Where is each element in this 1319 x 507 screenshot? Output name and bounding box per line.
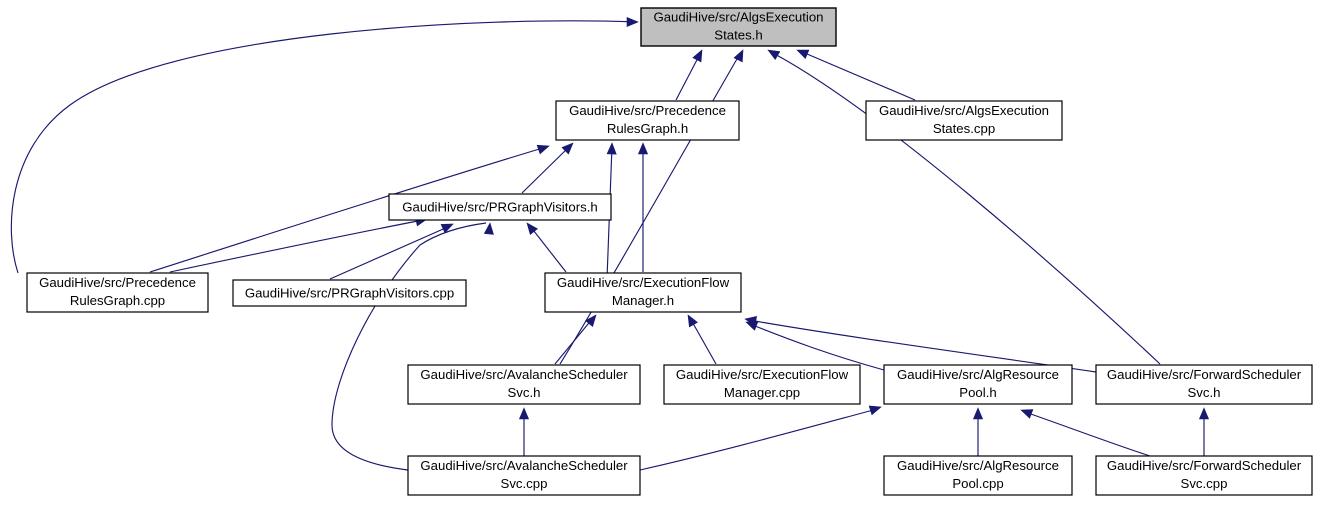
edge-precedence-rules-graph-cpp-to-pr-graph-visitors-h bbox=[169, 219, 424, 273]
node-label-pr-graph-visitors-h: GaudiHive/src/PRGraphVisitors.h bbox=[402, 199, 597, 214]
edge-execution-flow-manager-h-to-pr-graph-visitors-h bbox=[529, 225, 567, 273]
edge-pr-graph-visitors-h-to-precedence-rules-graph-h bbox=[521, 145, 571, 194]
edge-pr-graph-visitors-cpp-to-pr-graph-visitors-h bbox=[329, 225, 451, 280]
edge-algs-execution-states-cpp-to-algs-execution-states-h bbox=[799, 50, 916, 101]
edge-avalanche-scheduler-svc-h-to-execution-flow-manager-h bbox=[554, 317, 594, 365]
node-label-precedence-rules-graph-h-line1: GaudiHive/src/Precedence bbox=[569, 103, 726, 118]
edge-layer bbox=[10, 16, 1210, 471]
edge-execution-flow-manager-cpp-to-execution-flow-manager-h bbox=[689, 317, 717, 365]
node-label-execution-flow-manager-h-line1: GaudiHive/src/ExecutionFlow bbox=[557, 275, 730, 290]
node-label-algs-execution-states-h-line1: GaudiHive/src/AlgsExecution bbox=[653, 9, 823, 24]
edge-arrowhead bbox=[526, 222, 538, 235]
node-box-execution-flow-manager-cpp[interactable] bbox=[663, 364, 861, 405]
node-box-alg-resource-pool-cpp[interactable] bbox=[883, 455, 1073, 496]
node-box-precedence-rules-graph-cpp[interactable] bbox=[26, 272, 209, 313]
node-label-algs-execution-states-cpp-line1: GaudiHive/src/AlgsExecution bbox=[879, 103, 1049, 118]
edge-arrowhead bbox=[1020, 409, 1034, 419]
node-label-alg-resource-pool-cpp-line1: GaudiHive/src/AlgResource bbox=[897, 458, 1059, 473]
edge-precedence-rules-graph-h-to-algs-execution-states-h bbox=[675, 53, 701, 101]
edge-avalanche-scheduler-svc-cpp-to-alg-resource-pool-h bbox=[639, 408, 878, 471]
node-box-execution-flow-manager-h[interactable] bbox=[544, 272, 742, 313]
edge-arrowhead bbox=[1198, 407, 1210, 420]
edge-arrowhead bbox=[440, 223, 454, 234]
node-label-forward-scheduler-svc-cpp-line2: Svc.cpp bbox=[1181, 476, 1228, 491]
node-label-alg-resource-pool-h-line2: Pool.h bbox=[959, 385, 996, 400]
node-label-precedence-rules-graph-cpp-line2: RulesGraph.cpp bbox=[70, 293, 165, 308]
edge-arrowhead bbox=[767, 49, 781, 61]
edge-alg-resource-pool-h-to-execution-flow-manager-h bbox=[749, 323, 885, 371]
node-box-precedence-rules-graph-h[interactable] bbox=[555, 100, 740, 141]
edge-forward-scheduler-svc-h-to-execution-flow-manager-h bbox=[748, 319, 1097, 373]
edge-arrowhead bbox=[637, 142, 649, 155]
node-box-algs-execution-states-cpp[interactable] bbox=[865, 100, 1063, 141]
node-pr-graph-visitors-h[interactable]: GaudiHive/src/PRGraphVisitors.h bbox=[388, 193, 612, 221]
node-label-forward-scheduler-svc-h-line2: Svc.h bbox=[1188, 385, 1221, 400]
node-label-algs-execution-states-cpp-line2: States.cpp bbox=[933, 121, 995, 136]
edge-arrowhead bbox=[692, 49, 703, 63]
edge-arrowhead bbox=[868, 405, 882, 416]
node-label-avalanche-scheduler-svc-h-line1: GaudiHive/src/AvalancheScheduler bbox=[420, 367, 628, 382]
edge-arrowhead bbox=[972, 407, 984, 420]
edge-arrowhead bbox=[744, 315, 757, 326]
edge-avalanche-scheduler-svc-h-to-algs-execution-states-h bbox=[559, 51, 742, 365]
node-pr-graph-visitors-cpp[interactable]: GaudiHive/src/PRGraphVisitors.cpp bbox=[232, 279, 467, 307]
edge-avalanche-scheduler-svc-cpp-to-pr-graph-visitors-h bbox=[331, 222, 487, 471]
edge-precedence-rules-graph-cpp-to-algs-execution-states-h bbox=[10, 20, 637, 274]
edge-arrowhead bbox=[733, 49, 744, 63]
node-label-precedence-rules-graph-h-line2: RulesGraph.h bbox=[607, 121, 688, 136]
edge-arrowhead bbox=[483, 222, 494, 235]
node-layer: GaudiHive/src/AlgsExecutionStates.hGaudi… bbox=[26, 7, 1313, 496]
node-box-forward-scheduler-svc-cpp[interactable] bbox=[1095, 455, 1313, 496]
edge-arrowhead bbox=[606, 142, 617, 155]
node-label-execution-flow-manager-cpp-line2: Manager.cpp bbox=[724, 385, 800, 400]
node-label-alg-resource-pool-cpp-line2: Pool.cpp bbox=[952, 476, 1003, 491]
node-label-alg-resource-pool-h-line1: GaudiHive/src/AlgResource bbox=[897, 367, 1059, 382]
node-box-algs-execution-states-h[interactable] bbox=[640, 7, 837, 47]
node-box-forward-scheduler-svc-h[interactable] bbox=[1095, 364, 1313, 405]
node-label-forward-scheduler-svc-h-line1: GaudiHive/src/ForwardScheduler bbox=[1107, 367, 1302, 382]
node-label-avalanche-scheduler-svc-h-line2: Svc.h bbox=[508, 385, 541, 400]
node-label-avalanche-scheduler-svc-cpp-line1: GaudiHive/src/AvalancheScheduler bbox=[420, 458, 628, 473]
edge-arrowhead bbox=[584, 314, 597, 327]
node-box-alg-resource-pool-h[interactable] bbox=[883, 364, 1073, 405]
node-label-execution-flow-manager-h-line2: Manager.h bbox=[612, 293, 674, 308]
edge-precedence-rules-graph-cpp-to-precedence-rules-graph-h bbox=[149, 146, 547, 273]
node-label-forward-scheduler-svc-cpp-line1: GaudiHive/src/ForwardScheduler bbox=[1107, 458, 1302, 473]
edge-forward-scheduler-svc-cpp-to-alg-resource-pool-h bbox=[1024, 411, 1151, 457]
node-label-precedence-rules-graph-cpp-line1: GaudiHive/src/Precedence bbox=[39, 275, 196, 290]
edge-arrowhead bbox=[626, 16, 639, 28]
node-label-pr-graph-visitors-cpp: GaudiHive/src/PRGraphVisitors.cpp bbox=[245, 285, 454, 300]
node-label-algs-execution-states-h-line2: States.h bbox=[714, 27, 762, 42]
edge-forward-scheduler-svc-h-to-algs-execution-states-h bbox=[770, 51, 1161, 365]
node-box-pr-graph-visitors-h[interactable] bbox=[388, 193, 612, 221]
edge-arrowhead bbox=[796, 49, 810, 60]
node-box-pr-graph-visitors-cpp[interactable] bbox=[232, 279, 467, 307]
node-label-execution-flow-manager-cpp-line1: GaudiHive/src/ExecutionFlow bbox=[676, 367, 849, 382]
edge-arrowhead bbox=[536, 144, 550, 155]
node-box-avalanche-scheduler-svc-h[interactable] bbox=[407, 364, 641, 405]
node-box-avalanche-scheduler-svc-cpp[interactable] bbox=[407, 455, 641, 496]
node-label-avalanche-scheduler-svc-cpp-line2: Svc.cpp bbox=[501, 476, 548, 491]
edge-arrowhead bbox=[561, 142, 574, 155]
edge-arrowhead bbox=[518, 407, 530, 420]
edge-arrowhead bbox=[687, 314, 698, 328]
